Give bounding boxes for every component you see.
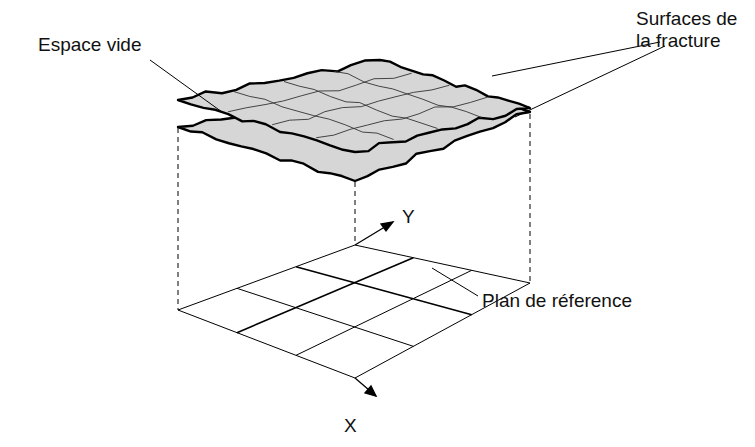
plane-outline xyxy=(178,245,530,378)
projection-line xyxy=(355,182,356,245)
grid-line xyxy=(296,270,472,355)
axis-label: X xyxy=(344,415,368,437)
surface-ridge xyxy=(234,92,394,140)
surface-ridge xyxy=(316,97,487,137)
grid-line xyxy=(296,267,472,315)
leader-line xyxy=(492,42,660,76)
fracture-surface xyxy=(178,60,530,152)
surface-ridge xyxy=(272,85,449,124)
arrow-head xyxy=(381,222,393,231)
leader-line xyxy=(150,60,222,112)
leader-lines xyxy=(150,42,665,296)
surface-label: Surfaces de la fracture xyxy=(636,8,748,52)
axis-label: Y xyxy=(402,206,426,228)
void-label: Espace vide xyxy=(38,34,158,56)
grid-line xyxy=(237,288,413,346)
surface-ridge xyxy=(334,71,481,117)
surface-ridge xyxy=(284,82,438,129)
plane-label: Plan de réference xyxy=(482,290,642,312)
arrow-head xyxy=(365,386,376,396)
surface-ridge xyxy=(228,73,412,112)
grid-line xyxy=(237,258,413,333)
reference-plane xyxy=(178,245,530,378)
axes xyxy=(355,222,393,396)
fracture-surfaces xyxy=(178,60,530,181)
x-axis xyxy=(355,378,376,396)
leader-line xyxy=(515,46,665,117)
projection-line xyxy=(178,128,179,310)
y-axis xyxy=(355,222,393,245)
projection-line xyxy=(530,114,531,283)
leader-line xyxy=(432,268,478,296)
